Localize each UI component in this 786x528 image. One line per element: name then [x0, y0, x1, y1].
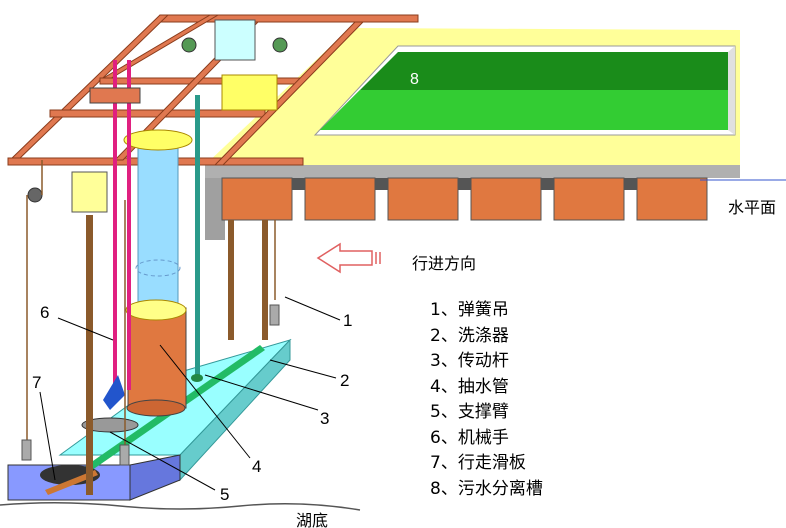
callout-6: 6: [40, 303, 49, 322]
water-level-label: 水平面: [728, 198, 777, 217]
drive-rod: [195, 95, 200, 375]
float-pontoons: [221, 177, 708, 221]
posts: [86, 215, 268, 495]
lakebed-label: 湖底: [296, 511, 329, 528]
callout-8: 8: [410, 71, 419, 88]
callout-5: 5: [220, 485, 229, 504]
legend-item: 7、行走滑板: [430, 453, 526, 473]
callout-7: 7: [32, 373, 41, 392]
leader-lines: [39, 296, 341, 491]
spring-hooks: [21, 304, 280, 466]
legend-item: 5、支撑臂: [430, 402, 509, 422]
legend-item: 8、污水分离槽: [430, 478, 543, 499]
legend: 1、弹簧吊 2、洗涤器 3、传动杆 4、抽水管 5、支撑臂 6、机械手 7、行走…: [430, 298, 543, 502]
manipulator: [103, 60, 131, 410]
suction-pipe: [123, 129, 193, 417]
legend-item: 4、抽水管: [430, 376, 509, 397]
cables: [26, 160, 276, 445]
direction-arrow: [316, 242, 381, 274]
legend-item: 2、洗涤器: [430, 325, 509, 346]
legend-item: 3、传动杆: [430, 351, 509, 371]
legend-item: 6、机械手: [430, 427, 509, 448]
callout-1: 1: [343, 311, 352, 330]
callout-2: 2: [340, 371, 349, 390]
legend-item: 1、弹簧吊: [430, 300, 509, 320]
direction-label: 行进方向: [412, 254, 477, 273]
callout-4: 4: [252, 457, 261, 476]
callout-3: 3: [320, 409, 329, 428]
pulleys: [27, 19, 288, 213]
lakebed: [0, 501, 361, 511]
separation-tank: 8: [205, 28, 740, 240]
